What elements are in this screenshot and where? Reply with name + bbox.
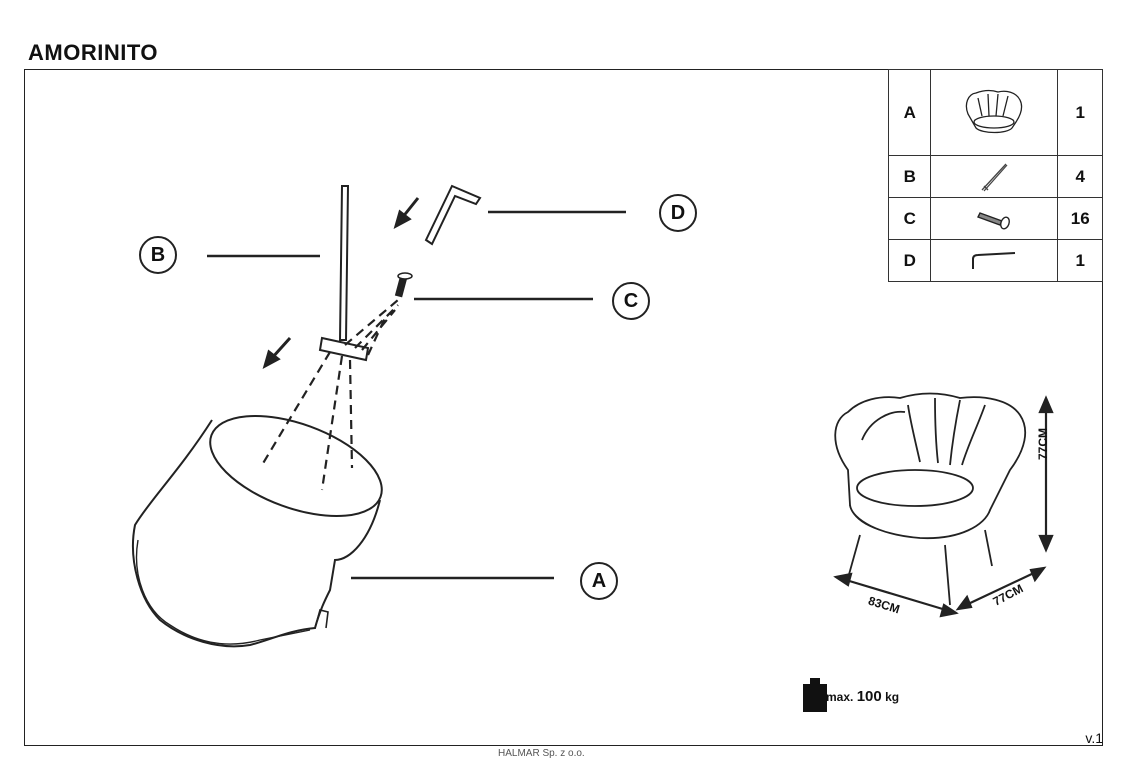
parts-row-b: B 4	[887, 155, 1103, 198]
part-quantity: 1	[1057, 69, 1103, 156]
callout-c: C	[612, 282, 650, 320]
chair-body-illustration	[132, 414, 383, 648]
parts-row-d: D 1	[887, 239, 1103, 282]
callout-b: B	[139, 236, 177, 274]
parts-row-a: A 1	[887, 69, 1103, 156]
page-title: AMORINITO	[28, 40, 158, 65]
part-quantity: 4	[1057, 155, 1103, 198]
part-letter: A	[887, 69, 932, 156]
callout-a: A	[580, 562, 618, 600]
parts-row-c: C 16	[887, 197, 1103, 240]
armchair-dimension-illustration	[834, 392, 1027, 606]
guide-dashes	[261, 299, 399, 491]
part-quantity: 16	[1057, 197, 1103, 240]
footer-company: HALMAR Sp. z o.o.	[498, 748, 585, 759]
callout-d: D	[659, 194, 697, 232]
screw-illustration	[394, 272, 413, 298]
version-label: v.1	[1085, 730, 1103, 746]
part-quantity: 1	[1057, 239, 1103, 282]
part-letter: B	[887, 155, 932, 198]
max-load-label: max. 100 kg	[826, 688, 899, 705]
screw-icon	[930, 197, 1059, 240]
part-letter: D	[887, 239, 932, 282]
parts-list-table: A 1 B 4 C 16 D	[887, 69, 1103, 282]
allen-key-illustration	[424, 184, 482, 246]
dimension-arrows	[833, 395, 1054, 618]
leader-lines	[207, 210, 626, 580]
max-load-unit: kg	[885, 690, 900, 704]
leg-icon	[930, 155, 1059, 198]
max-load-prefix: max.	[826, 690, 854, 704]
direction-arrows	[262, 197, 420, 370]
dimension-height: 77CM	[1036, 427, 1050, 460]
part-letter: C	[887, 197, 932, 240]
leg-illustration	[318, 185, 370, 362]
max-load-value: 100	[856, 688, 882, 705]
armchair-icon	[930, 69, 1059, 156]
weight-icon	[803, 678, 827, 712]
instruction-frame	[24, 69, 1103, 746]
allen-key-icon	[930, 239, 1059, 282]
